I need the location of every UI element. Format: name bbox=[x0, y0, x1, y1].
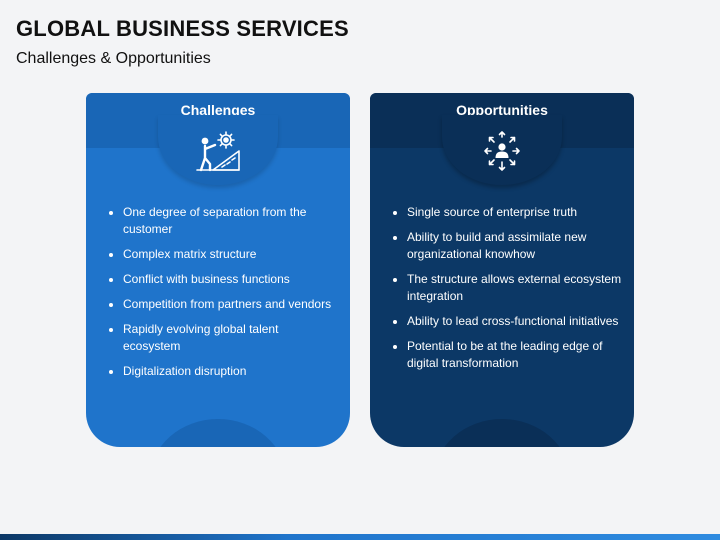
list-item: Single source of enterprise truth bbox=[393, 204, 622, 221]
list-item: Complex matrix structure bbox=[109, 246, 338, 263]
challenges-card-footer-shape bbox=[150, 419, 286, 447]
list-item: Rapidly evolving global talent ecosystem bbox=[109, 321, 338, 355]
footer-accent-bar bbox=[0, 534, 720, 540]
challenges-card: Challenges One degree of separation from… bbox=[86, 93, 350, 447]
person-expand-arrows-icon bbox=[477, 129, 527, 173]
opportunities-card-header: Opportunities bbox=[370, 93, 634, 148]
list-item: Competition from partners and vendors bbox=[109, 296, 338, 313]
challenges-list: One degree of separation from the custom… bbox=[109, 204, 338, 388]
slide-title: GLOBAL BUSINESS SERVICES bbox=[16, 16, 349, 41]
list-item: Digitalization disruption bbox=[109, 363, 338, 380]
list-item: Conflict with business functions bbox=[109, 271, 338, 288]
opportunities-card-footer-shape bbox=[434, 419, 570, 447]
opportunities-list: Single source of enterprise truth Abilit… bbox=[393, 204, 622, 380]
list-item: One degree of separation from the custom… bbox=[109, 204, 338, 238]
person-pushing-gear-icon bbox=[193, 129, 243, 173]
list-item: Potential to be at the leading edge of d… bbox=[393, 338, 622, 372]
challenges-card-title: Challenges bbox=[180, 102, 256, 118]
opportunities-card: Opportunities Single source of enterpris… bbox=[370, 93, 634, 447]
opportunities-card-title: Opportunities bbox=[456, 102, 548, 118]
list-item: Ability to build and assimilate new orga… bbox=[393, 229, 622, 263]
list-item: The structure allows external ecosystem … bbox=[393, 272, 622, 303]
slide-subtitle: Challenges & Opportunities bbox=[16, 50, 211, 67]
list-item: Ability to lead cross-functional initiat… bbox=[393, 313, 622, 330]
